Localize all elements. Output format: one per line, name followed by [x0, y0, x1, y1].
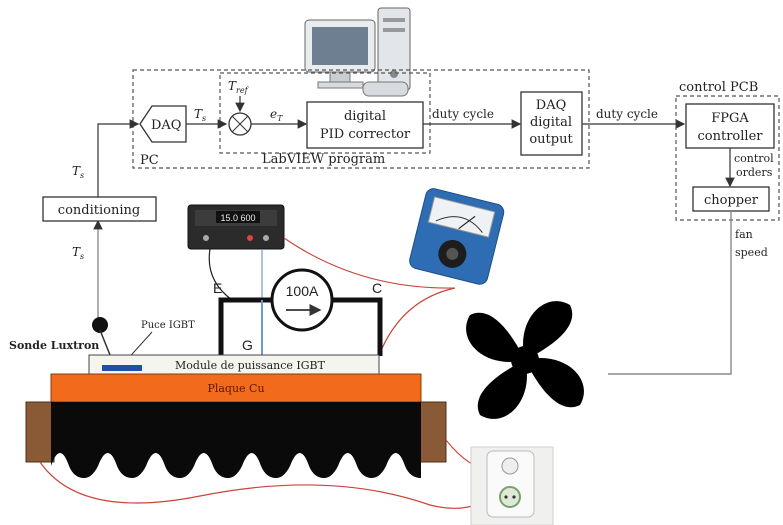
fpga-label-line1: FPGA — [711, 111, 749, 126]
sonde-label: Sonde Luxtron — [9, 339, 99, 352]
copper-plate-label: Plaque Cu — [207, 382, 264, 395]
pc-label: PC — [140, 153, 159, 168]
daq-output-block — [520, 91, 583, 156]
duty-cycle-label-2: duty cycle — [596, 107, 658, 121]
psu-display: 15.0 600 — [220, 213, 255, 223]
summing-junction — [228, 112, 252, 136]
module-label: Module de puissance IGBT — [175, 359, 326, 372]
ts-label-lower: Ts — [72, 245, 84, 261]
wall-outlet-icon — [470, 446, 554, 525]
fan-icon — [466, 301, 584, 419]
control-pcb-boundary — [675, 95, 780, 221]
ts-label-upper: Ts — [72, 164, 84, 180]
control-pcb-label: control PCB — [679, 80, 758, 95]
fpga-label-line2: controller — [698, 129, 764, 144]
chopper-block — [692, 186, 770, 212]
puce-label: Puce IGBT — [141, 320, 195, 331]
pid-label-line2: PID corrector — [320, 127, 411, 142]
fpga-controller-block — [685, 103, 775, 149]
conditioning-label: conditioning — [58, 203, 140, 218]
duty-cycle-label-1: duty cycle — [432, 107, 494, 121]
current-label: 100A — [286, 283, 319, 299]
conditioning-block — [42, 196, 157, 222]
terminal-c-label: C — [372, 280, 382, 296]
daq-output-line3: output — [529, 132, 573, 147]
pc-boundary — [132, 69, 590, 169]
fan-speed-line — [608, 211, 732, 375]
terminal-g-label: G — [242, 337, 253, 353]
power-cable — [39, 461, 493, 509]
chopper-label: chopper — [704, 193, 759, 208]
control-orders-line2: orders — [736, 166, 773, 179]
igbt-chip — [102, 365, 142, 371]
heatsink-side-left — [25, 401, 55, 463]
power-supply-icon: 15.0 600 — [187, 204, 285, 250]
daq-output-line2: digital — [530, 115, 572, 130]
pid-label-line1: digital — [344, 109, 386, 124]
current-source: 100A — [270, 268, 334, 332]
heatsink-side-right — [417, 401, 447, 463]
terminal-e-label: E — [213, 280, 222, 296]
labview-label: LabVIEW program — [262, 152, 385, 167]
wire-red-c-meter — [377, 287, 456, 359]
ts-label-daq: Ts — [194, 107, 206, 123]
wire-psu-to-e — [208, 248, 233, 301]
daq-input-label: DAQ — [151, 118, 181, 133]
heatsink — [51, 402, 421, 478]
tref-label: Tref — [228, 79, 250, 95]
control-orders-line1: control — [734, 152, 774, 165]
computer-icon — [304, 7, 411, 97]
multimeter-icon — [409, 188, 505, 285]
pid-corrector-block — [306, 101, 424, 149]
daq-output-line1: DAQ — [536, 98, 566, 113]
fan-speed-line1: fan — [735, 228, 753, 241]
error-label: eT — [270, 107, 283, 123]
labview-boundary — [219, 72, 431, 154]
fan-speed-line2: speed — [735, 246, 768, 259]
wire-red-psu-meter — [283, 237, 456, 289]
